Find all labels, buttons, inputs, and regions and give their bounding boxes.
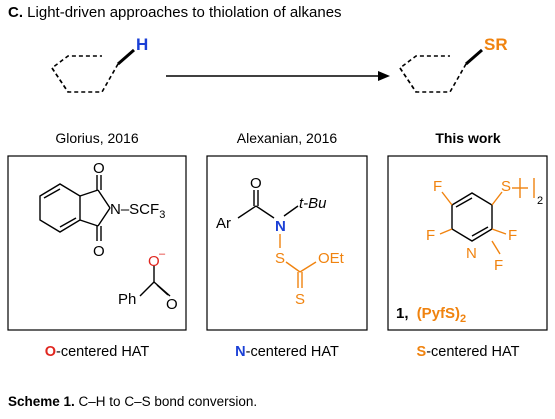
scheme-title: C. Light-driven approaches to thiolation… [8,4,342,21]
pyfs-compound-name: (PyfS) [417,305,460,322]
panel-glorius-box [7,155,187,331]
hat-text-n: -centered HAT [245,344,339,360]
pyfs-n: N [466,245,477,262]
reactant-cyclohexane [50,55,119,93]
xanthylamide-oet: OEt [318,250,345,267]
caption-text: C–H to C–S bond conversion. [74,394,258,409]
hat-text-s: -centered HAT [426,344,520,360]
hat-letter-o: O [44,344,57,360]
caption-label: Scheme 1. [8,394,75,409]
hat-label-sulfur: S-centered HAT [383,344,553,360]
pyfs-compound-sub: 2 [460,313,466,325]
reactant-h-atom: H [136,35,148,54]
pyfs-f-left: F [426,227,435,244]
benzoate-ph: Ph [118,291,136,308]
xanthylamide-structure [237,190,299,219]
panel-alexanian-box [206,155,368,331]
scheme-title-text: Light-driven approaches to thiolation of… [27,4,342,21]
pyfs-f-bottom: F [494,257,503,274]
phthalimide-o-top: O [93,160,105,177]
attribution-alexanian: Alexanian, 2016 [236,130,338,146]
scheme-label: C. [8,4,23,21]
pyfs-compound-number: 1, [396,305,409,322]
pyridine-ring [451,192,493,242]
pyfs-f-top: F [433,178,442,195]
xanthylamide-orange-bonds [279,234,317,288]
scf3-subscript: 3 [159,209,165,221]
product-cs-bond [465,48,483,66]
product-sr-group: SR [484,35,508,54]
pyridine-substituent-bonds [439,178,535,255]
xanthylamide-n: N [275,218,286,235]
pyfs-dimer-sub: 2 [537,195,543,207]
hat-letter-n: N [235,344,246,360]
hat-letter-s: S [416,344,427,360]
phthalimide-o-bottom: O [93,243,105,260]
benzoate-o-anion: O [148,253,160,270]
phthalimide-n-scf3-text: N–SCF [110,201,159,218]
xanthylamide-s2: S [295,291,305,308]
xanthylamide-s1: S [275,250,285,267]
panel-thiswork-box [387,155,548,331]
product-cyclohexane [398,55,467,93]
benzoate-charge: – [159,248,166,260]
attribution-glorius: Glorius, 2016 [55,130,139,146]
pyfs-s: S [501,178,511,195]
xanthylamide-o: O [250,175,262,192]
reactant-ring-back [51,67,69,93]
scheme-caption: Scheme 1. C–H to C–S bond conversion. [8,394,257,409]
phthalimide-structure [39,175,111,241]
phthalimide-n-scf3: N–SCF3 [110,201,165,221]
benzoate-carbonyl-o: O [166,296,178,313]
hat-label-nitrogen: N-centered HAT [202,344,372,360]
attribution-this-work: This work [435,130,501,146]
pyfs-compound-label: 1, (PyfS)2 [396,305,466,325]
hat-label-oxygen: O-centered HAT [12,344,182,360]
xanthylamide-tbu: t-Bu [299,195,327,212]
reactant-ch-bond [117,48,135,66]
pyfs-f-right: F [508,227,517,244]
xanthylamide-ar: Ar [216,215,231,232]
hat-text-o: -centered HAT [56,344,150,360]
reaction-arrow [166,71,390,81]
benzoate-co-double [156,284,169,296]
